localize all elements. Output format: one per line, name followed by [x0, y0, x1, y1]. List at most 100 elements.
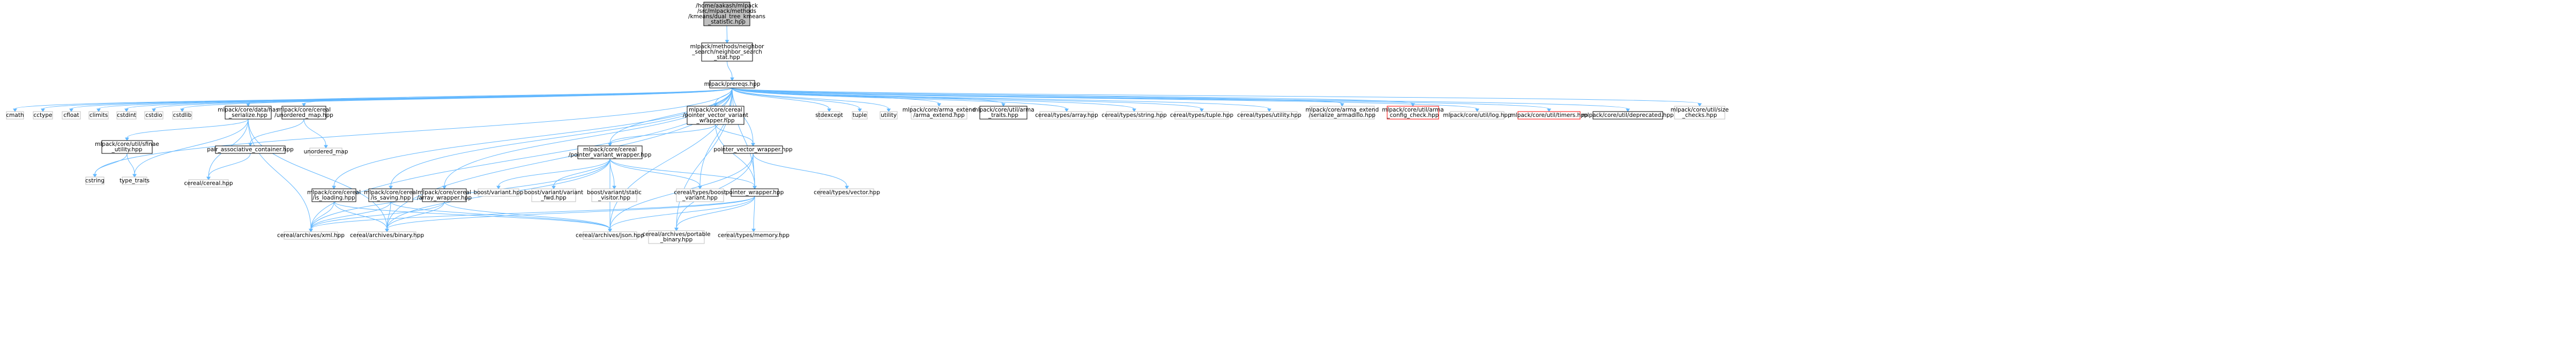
node-ct-string: cereal/types/string.hpp — [1101, 111, 1167, 120]
node-label-line: mlpack/core/arma_extend — [903, 107, 976, 113]
node-label-line: cereal/archives/xml.hpp — [277, 232, 345, 239]
edge-line — [386, 201, 445, 230]
edge-line — [715, 124, 755, 187]
node-ptr-vec-wrapper[interactable]: pointer_vector_wrapper.hpp — [713, 145, 793, 154]
node-ct-memory: cereal/types/memory.hpp — [718, 231, 790, 240]
node-arma-traits[interactable]: mlpack/core/util/arma_traits.hpp — [972, 106, 1034, 120]
node-is-loading[interactable]: mlpack/core/cereal/is_loading.hpp — [307, 188, 361, 202]
edge-prereqs-to-tuple — [732, 87, 862, 112]
edge-pointer_wrapper-to-archive_json — [608, 196, 755, 232]
edge-line — [732, 87, 1202, 109]
node-label-line: _checks.hpp — [1682, 112, 1717, 119]
node-label-line: mlpack/core/util/size — [1671, 107, 1729, 113]
node-label-line: _statistic.hpp — [708, 19, 746, 25]
edge-line — [609, 158, 701, 187]
edge-arrowhead — [612, 186, 616, 189]
node-arma-config-check[interactable]: mlpack/core/util/arma_config_check.hpp — [1382, 106, 1444, 120]
edge-line — [753, 153, 847, 187]
edge-arrowhead — [1200, 108, 1204, 112]
node-label-line: mlpack/core/cereal — [307, 189, 361, 196]
node-label-line: /arma_extend.hpp — [913, 112, 965, 119]
node-box — [1039, 111, 1094, 120]
edge-prereqs-to-ct_utility — [732, 87, 1271, 112]
edge-arrowhead — [96, 108, 101, 112]
node-data-has-serialize[interactable]: mlpack/core/data/has_serialize.hpp — [218, 106, 279, 120]
edge-line — [609, 124, 716, 144]
edge-is_loading-to-archive_json — [333, 201, 612, 232]
node-label-line: mlpack/core/arma_extend — [1306, 107, 1379, 113]
node-pair-assoc[interactable]: pair_associative_container.hpp — [207, 145, 294, 154]
node-label-line: mlpack/core/data/has — [218, 107, 279, 113]
node-label-line: /pointer_vector_variant — [683, 112, 748, 119]
edge-prereqs-to-size_checks — [732, 87, 1702, 107]
node-layer: /home/aakash/mlpack/src/mlpack/methods/k… — [6, 2, 1729, 244]
edge-line — [94, 87, 733, 175]
node-ct-array: cereal/types/array.hpp — [1035, 111, 1098, 120]
edge-data_has_serialize-to-archive_xml — [248, 119, 313, 232]
node-cstring: cstring — [85, 176, 105, 185]
node-box — [577, 145, 643, 159]
node-box — [1106, 111, 1163, 120]
edge-arrowhead — [13, 108, 17, 112]
edge-arrowhead — [152, 108, 156, 112]
edge-arrowhead — [389, 186, 393, 189]
node-timers[interactable]: mlpack/core/util/timers.hpp — [1510, 111, 1588, 120]
edge-arrowhead — [1001, 103, 1006, 107]
node-sfinae[interactable]: mlpack/core/util/sfinae_utility.hpp — [95, 140, 159, 154]
node-label-line: cstring — [85, 178, 105, 184]
node-box — [583, 231, 637, 240]
node-ptr-vec-variant[interactable]: mlpack/core/cereal/pointer_vector_varian… — [683, 106, 748, 125]
edge-line — [676, 196, 755, 229]
node-box — [85, 176, 105, 185]
edge-line — [553, 158, 611, 187]
node-box — [676, 188, 724, 202]
node-ct-vector: cereal/types/vector.hpp — [814, 188, 880, 197]
node-label-line: cereal/types/string.hpp — [1101, 112, 1167, 119]
node-box — [852, 111, 868, 120]
node-label-line: stdexcept — [815, 112, 843, 119]
node-cereal-umap[interactable]: mlpack/core/cereal/unordered_map.hpp — [274, 106, 333, 120]
node-box — [281, 106, 326, 120]
node-pointer-wrapper[interactable]: pointer_wrapper.hpp — [726, 188, 784, 197]
edge-arrowhead — [552, 186, 556, 189]
edge-line — [444, 201, 611, 230]
edge-arrowhead — [1547, 108, 1551, 112]
node-label-line: cereal/archives/portable — [642, 231, 710, 238]
node-root[interactable]: /home/aakash/mlpack/src/mlpack/methods/k… — [688, 2, 765, 26]
edge-line — [333, 201, 388, 230]
node-label-line: boost/variant.hpp — [473, 189, 523, 196]
edge-line — [609, 158, 755, 187]
node-array-wrapper[interactable]: mlpack/core/cereal/array_wrapper.hpp — [417, 188, 472, 202]
edge-line — [609, 196, 755, 230]
edge-arrowhead — [937, 103, 941, 107]
node-box — [33, 111, 53, 120]
node-label-line: cfloat — [63, 112, 79, 119]
node-box — [225, 106, 272, 120]
edge-prereqs-to-climits — [96, 87, 733, 112]
node-is-saving[interactable]: mlpack/core/cereal/is_saving.hpp — [364, 188, 418, 202]
node-ptr-variant[interactable]: mlpack/core/cereal/pointer_variant_wrapp… — [569, 145, 652, 159]
edge-line — [444, 87, 733, 187]
node-label-line: cereal/archives/json.hpp — [576, 232, 644, 239]
node-prereqs[interactable]: mlpack/prereqs.hpp — [704, 80, 761, 89]
node-cfloat: cfloat — [62, 111, 81, 120]
edge-prereqs-to-is_loading — [332, 87, 733, 189]
edge-array_wrapper-to-archive_json — [444, 201, 612, 232]
node-deprecated[interactable]: mlpack/core/util/deprecated.hpp — [1582, 111, 1674, 120]
node-box — [311, 188, 356, 202]
edge-prereqs-to-utility — [732, 87, 891, 112]
edge-line — [250, 119, 304, 144]
node-label-line: cereal/types/memory.hpp — [718, 232, 790, 239]
node-label-line: cereal/types/array.hpp — [1035, 112, 1098, 119]
edge-ptr_variant-to-boost_variant_fwd — [552, 158, 611, 189]
node-box — [648, 230, 705, 244]
edge-line — [732, 87, 1270, 109]
edge-arrowhead — [93, 174, 97, 178]
node-label-line: mlpack/core/cereal — [583, 146, 637, 153]
node-archive-portable: cereal/archives/portable_binary.hpp — [642, 230, 711, 244]
node-label-line: cereal/types/tuple.hpp — [1170, 112, 1234, 119]
node-ns-stat[interactable]: mlpack/methods/neighbor_search/neighbor_… — [690, 42, 765, 62]
edge-arrowhead — [385, 229, 389, 232]
edge-arrowhead — [496, 186, 501, 189]
node-box — [309, 148, 343, 156]
